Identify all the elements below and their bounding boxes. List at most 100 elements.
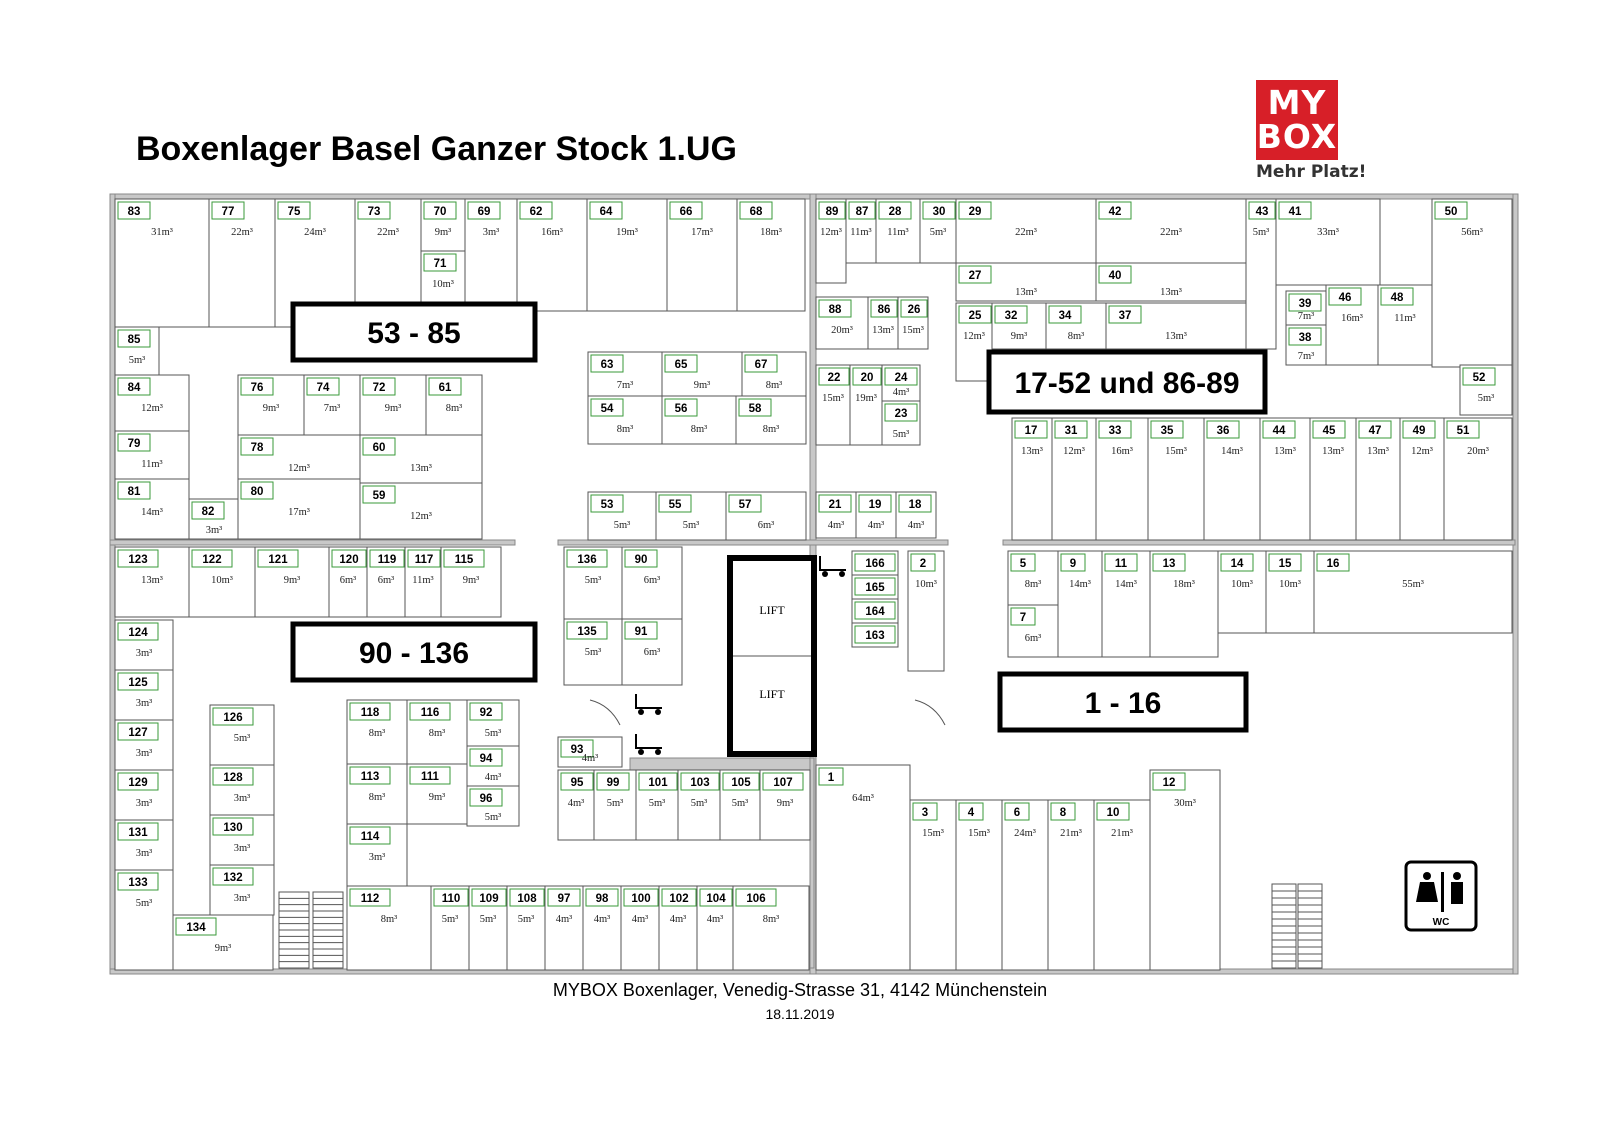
storage-box-164[interactable]: 164	[851, 598, 899, 624]
storage-box-165[interactable]: 165	[851, 574, 899, 600]
